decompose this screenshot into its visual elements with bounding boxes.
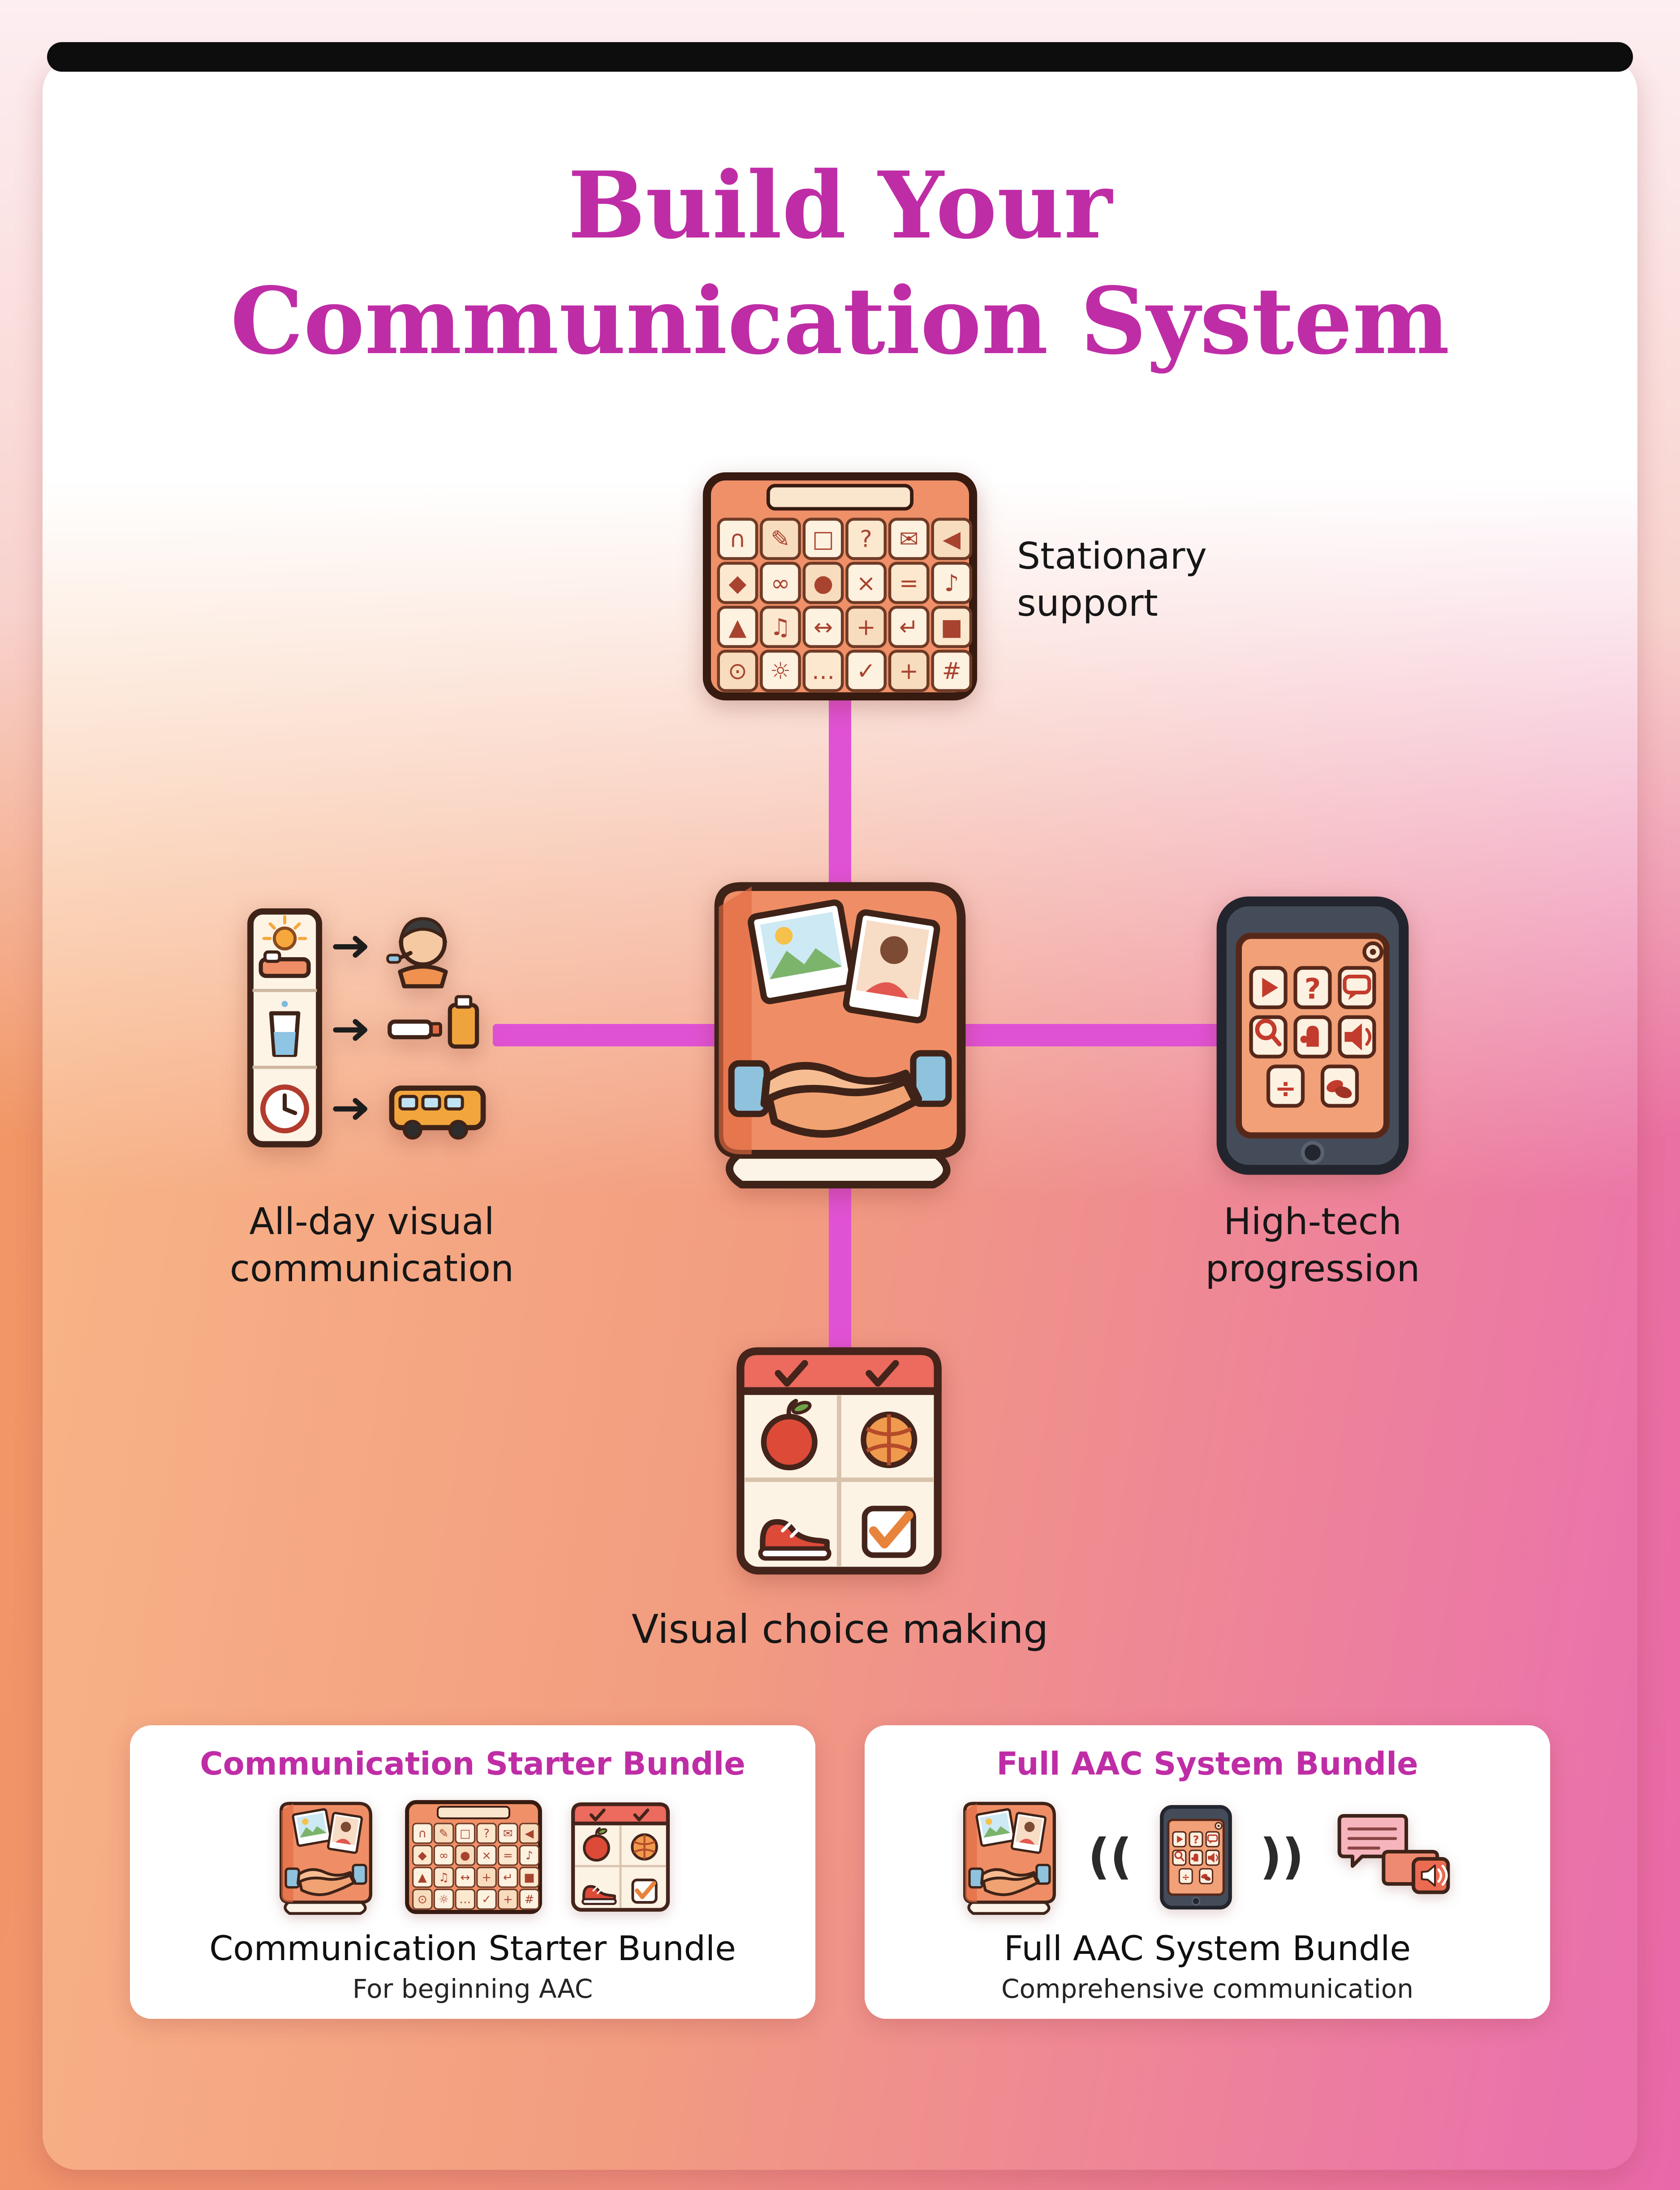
choice-board-icon [734,1344,944,1577]
visual-schedule-icon [244,905,504,1149]
label-visual-choice-making: Visual choice making [631,1606,1049,1652]
communication-book-icon [701,874,979,1190]
starter-bundle-icons [275,1792,671,1922]
communication-book-icon [958,1799,1061,1915]
starter-bundle-heading: Communication Starter Bundle [200,1745,745,1782]
aac-board-icon [404,1799,543,1915]
connector-left [493,1024,721,1046]
communication-book-icon [275,1799,377,1915]
label-stationary-support: Stationary support [1017,535,1207,625]
full-aac-bundle-heading: Full AAC System Bundle [996,1745,1418,1782]
tablet-icon [1159,1804,1233,1910]
connector-bottom [829,1174,851,1353]
full-aac-bundle-icons: (( )) [958,1792,1456,1922]
soundwave-left-icon: (( [1088,1829,1132,1885]
soundwave-right-icon: )) [1260,1829,1304,1885]
aac-board-icon [701,471,979,702]
full-aac-bundle-card: Full AAC System Bundle (( )) Full AAC Sy… [865,1725,1550,2019]
label-high-tech-progression: High-tech progression [1205,1201,1420,1290]
starter-bundle-card: Communication Starter Bundle Communicati… [130,1725,815,2019]
choice-board-icon [570,1801,671,1913]
starter-bundle-subtitle: For beginning AAC [352,1974,593,2004]
tablet-icon [1214,894,1411,1177]
full-aac-bundle-title: Full AAC System Bundle [1004,1928,1411,1968]
label-all-day-visual-communication: All-day visual communication [229,1201,514,1290]
page-title: Build Your Communication System [0,148,1680,380]
starter-bundle-title: Communication Starter Bundle [209,1928,736,1968]
title-line-2: Communication System [230,268,1450,376]
connector-top [829,690,851,892]
top-bar [47,42,1633,72]
full-aac-bundle-subtitle: Comprehensive communication [1001,1974,1414,2004]
speech-bubbles-icon [1331,1812,1456,1902]
connector-right [963,1024,1223,1046]
title-line-1: Build Your [568,152,1112,259]
